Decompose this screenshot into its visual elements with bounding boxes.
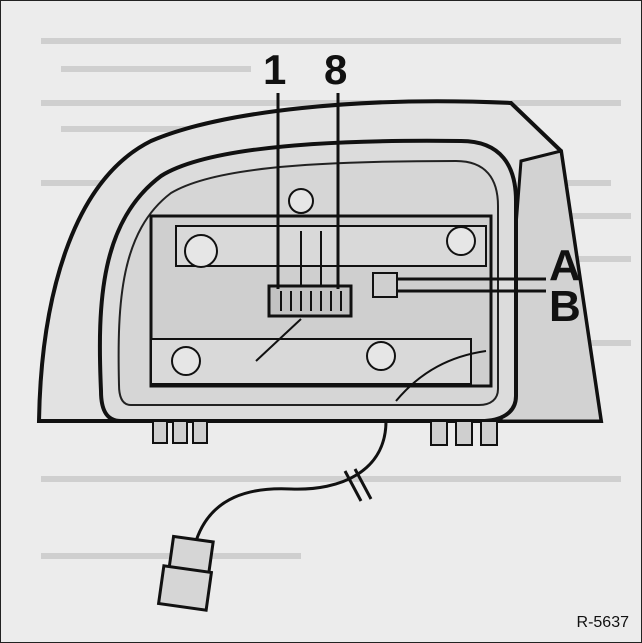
callout-pin-8: 8 (324, 46, 348, 93)
cable-break-mark (343, 468, 373, 502)
cable-plug (156, 534, 215, 612)
callout-wire-a: A (549, 241, 581, 290)
callout-wire-b: B (549, 282, 581, 331)
mounting-studs (152, 420, 498, 446)
figure-reference-code: R-5637 (576, 614, 629, 631)
bulb-carrier-lower-rail (150, 338, 472, 385)
wire-terminal (372, 272, 398, 298)
lamp-housing-rim (499, 149, 603, 423)
connector-pins (280, 291, 342, 311)
internal-harness (255, 231, 487, 402)
supply-cable (194, 420, 388, 542)
bulb-sockets (171, 188, 476, 376)
callout-pin-1: 1 (263, 46, 287, 93)
bulb-carrier-upper-rail (175, 225, 487, 267)
